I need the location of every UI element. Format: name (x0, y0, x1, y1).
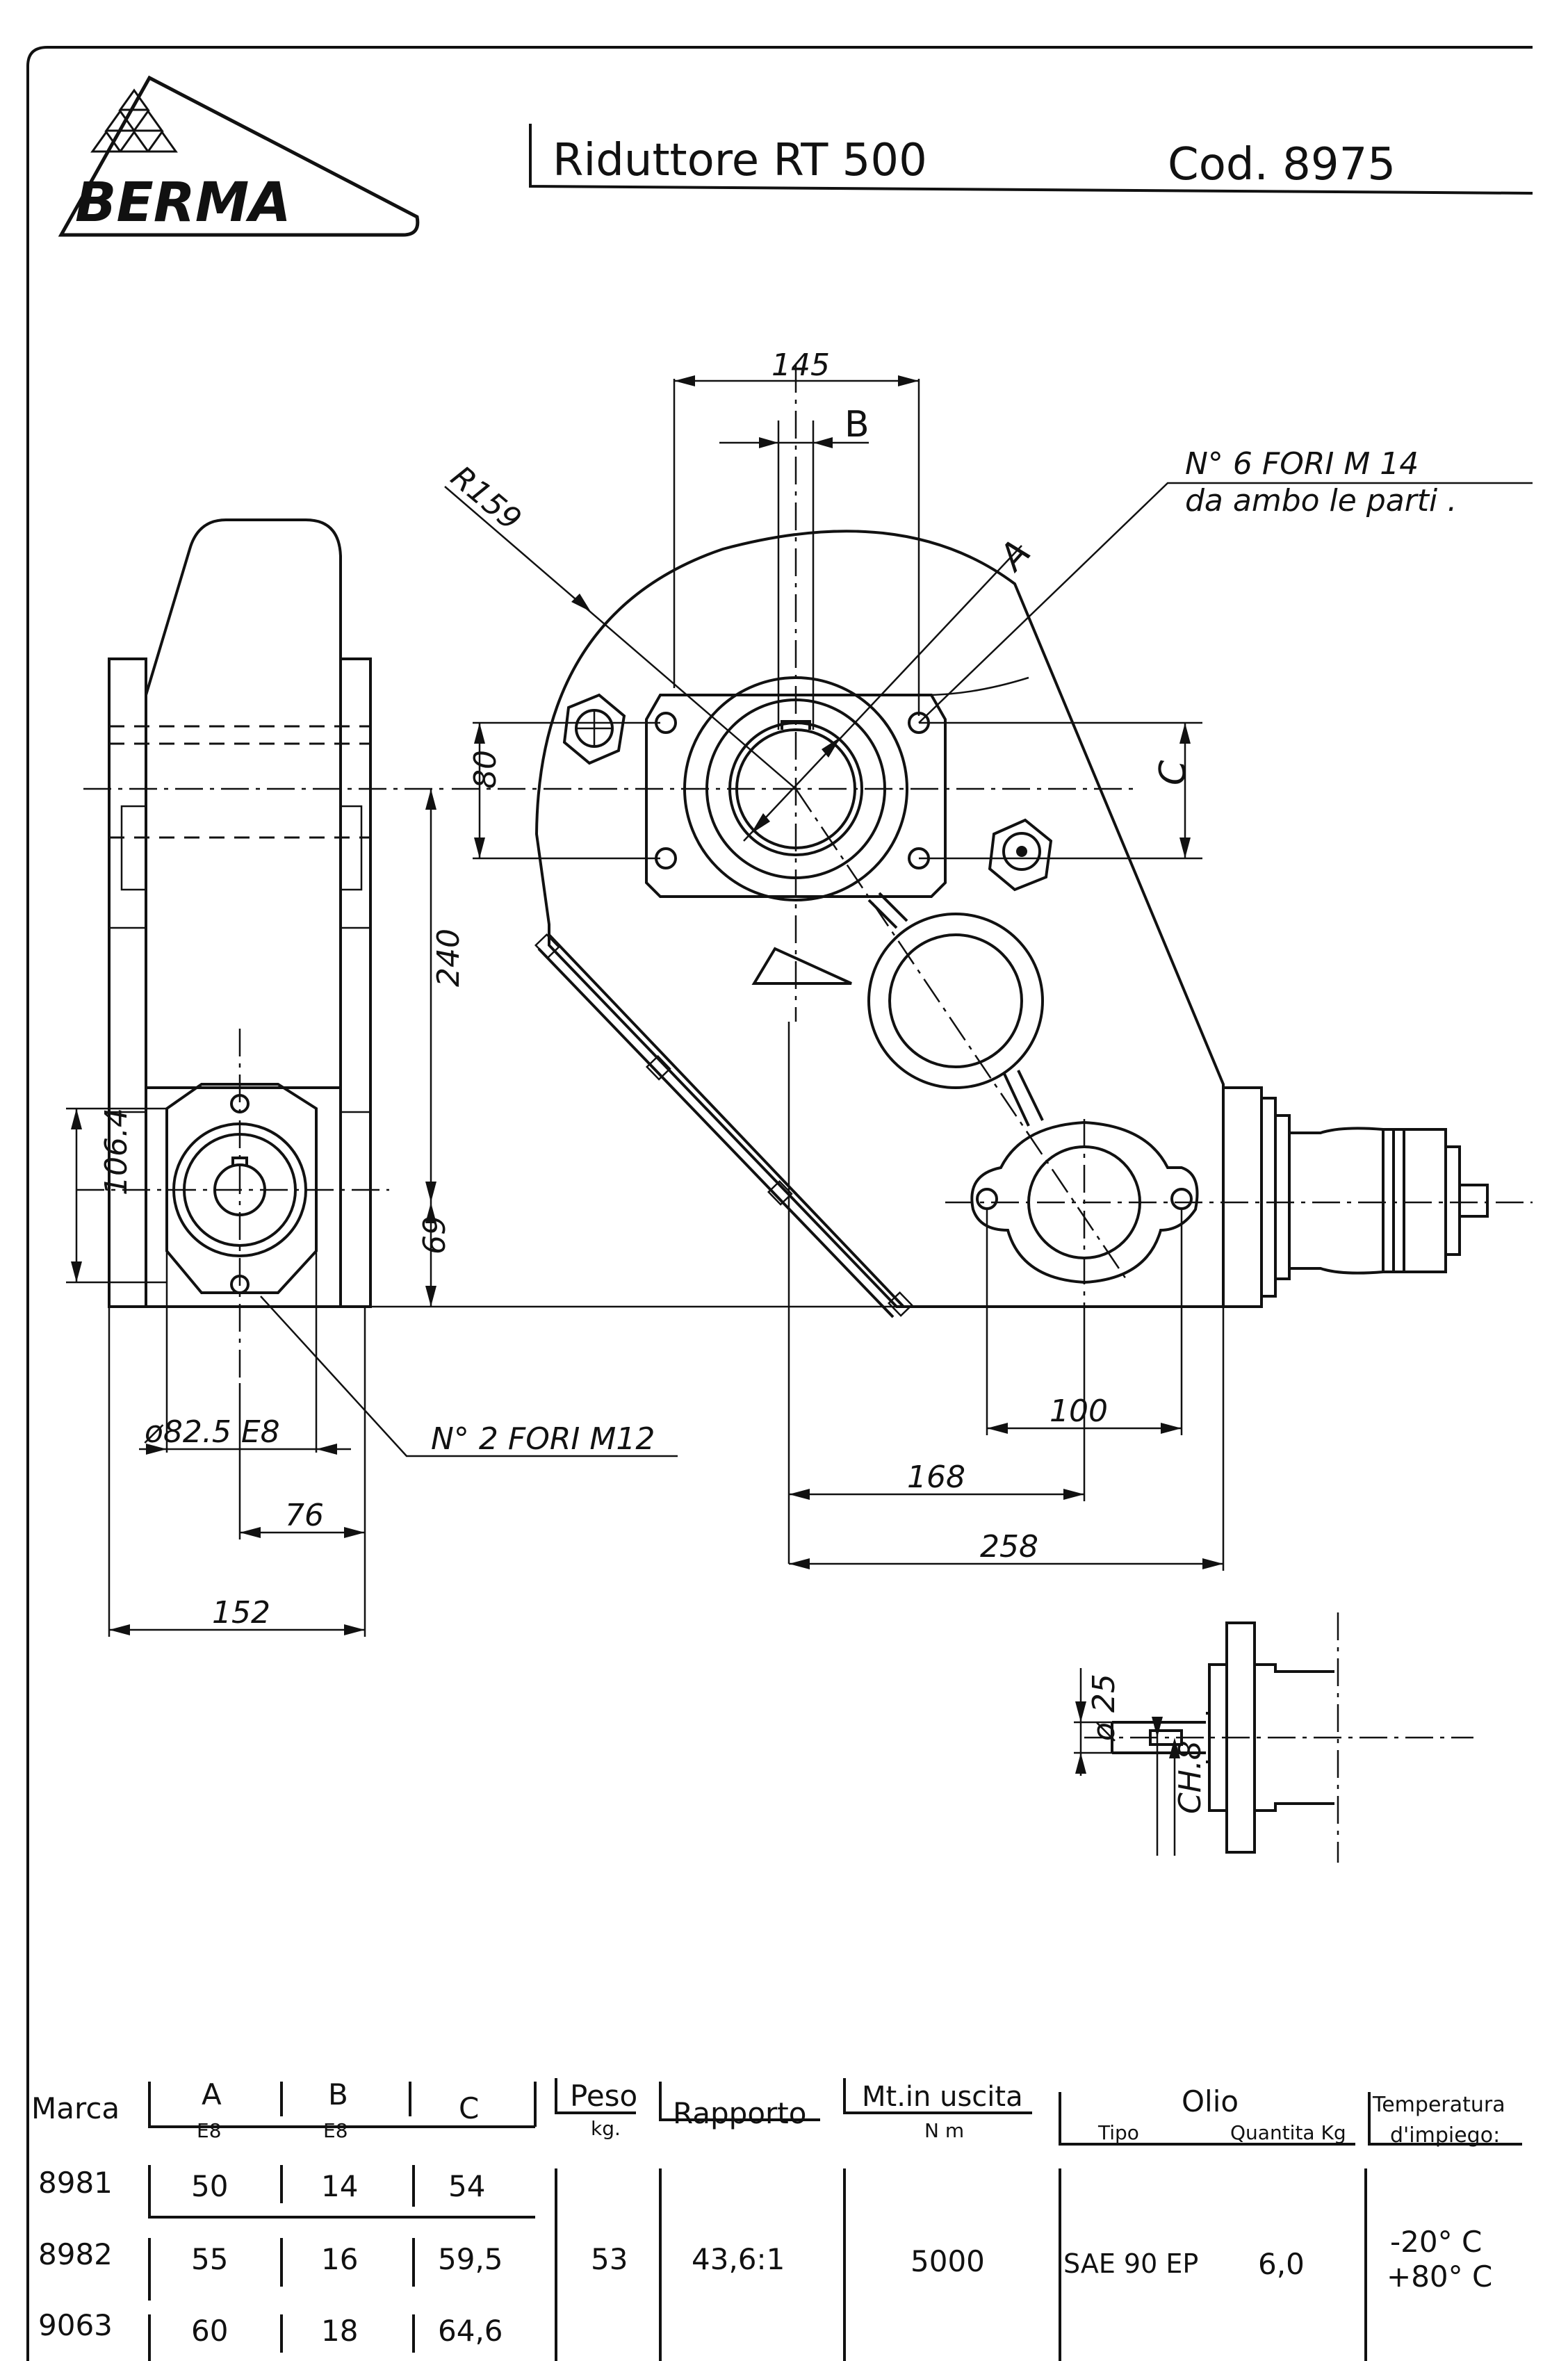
cell-c: 59,5 (438, 2242, 503, 2276)
note-6-holes-line1: N° 6 FORI M 14 (1185, 446, 1419, 482)
note-6-holes-line2: da ambo le parti . (1185, 483, 1457, 518)
th-peso-sub: kg. (591, 2117, 621, 2140)
cell-b: 16 (321, 2242, 358, 2276)
drawing-code: Cod. 8975 (1168, 139, 1396, 190)
cell-c: 54 (448, 2169, 485, 2203)
dim-100: 100 (1050, 1394, 1108, 1429)
th-olio: Olio (1182, 2084, 1239, 2118)
hex-bolt-right (988, 818, 1053, 892)
cell-marca: 8981 (38, 2166, 113, 2200)
cell-c: 64,6 (438, 2314, 503, 2348)
dim-shaft-dia-25: ø 25 (1086, 1674, 1122, 1742)
dim-R159: R159 (444, 459, 528, 538)
th-temp: Temperatura (1372, 2093, 1505, 2117)
cell-a: 55 (191, 2242, 228, 2276)
th-a-sub: E8 (197, 2119, 222, 2142)
dim-dia-82-5: ø82.5 E8 (144, 1414, 280, 1450)
cell-marca: 9063 (38, 2308, 113, 2342)
table-row: 8981 50 14 54 (38, 2166, 485, 2203)
dim-80: 80 (468, 750, 503, 789)
cell-rapporto: 43,6:1 (692, 2242, 785, 2276)
table-row: 8982 55 16 59,5 (38, 2237, 503, 2276)
dim-240: 240 (431, 929, 466, 987)
th-b-sub: E8 (323, 2119, 348, 2142)
cell-a: 50 (191, 2169, 228, 2203)
table-row: 9063 60 18 64,6 (38, 2308, 503, 2348)
drawing-title: Riduttore RT 500 (553, 135, 927, 186)
brand-name: BERMA (75, 172, 291, 234)
cell-b: 14 (321, 2169, 358, 2203)
th-rapporto: Rapporto (673, 2096, 806, 2130)
shaft-detail: ø 25 CH.8 (1074, 1612, 1473, 1863)
th-b: B (328, 2077, 348, 2111)
dim-258: 258 (980, 1529, 1038, 1565)
dim-ch-8: CH.8 (1173, 1740, 1208, 1814)
note-2-holes: N° 2 FORI M12 (431, 1421, 655, 1457)
cell-peso: 53 (591, 2242, 628, 2276)
cell-temp-max: +80° C (1387, 2260, 1492, 2294)
sheet-border (26, 46, 1533, 2361)
cell-marca: 8982 (38, 2237, 113, 2271)
cell-a: 60 (191, 2314, 228, 2348)
th-peso: Peso (570, 2079, 637, 2113)
th-tipo: Tipo (1097, 2121, 1139, 2144)
th-c: C (459, 2091, 479, 2125)
cell-b: 18 (321, 2314, 358, 2348)
hex-bolt-left (562, 693, 626, 765)
spec-table: Marca A E8 B E8 C Peso kg. Rapporto Mt.i… (31, 2077, 1522, 2361)
dim-C: C (1152, 760, 1194, 785)
cell-mt: 5000 (910, 2244, 985, 2278)
dim-168: 168 (907, 1460, 965, 1495)
th-mt-sub: N m (924, 2119, 964, 2142)
dim-69: 69 (417, 1216, 452, 1255)
dim-B: B (844, 404, 869, 446)
th-marca: Marca (31, 2091, 120, 2125)
front-view (452, 365, 1533, 1318)
th-quantita: Quantita Kg (1230, 2121, 1346, 2144)
dim-76: 76 (285, 1498, 324, 1533)
th-a: A (202, 2077, 222, 2111)
dim-152: 152 (212, 1595, 270, 1631)
dim-145: 145 (771, 348, 830, 383)
side-view (76, 518, 445, 1383)
th-mt: Mt.in uscita (862, 2081, 1023, 2113)
cell-oil-qty: 6,0 (1258, 2247, 1305, 2281)
brand-logo: BERMA (58, 75, 420, 237)
th-temp-sub: d'impiego: (1390, 2123, 1500, 2148)
cell-temp-min: -20° C (1390, 2225, 1482, 2259)
dimensions: 145 B A R159 N° 6 FORI M 14 da ambo le p… (66, 348, 1533, 1637)
cell-oil-type: SAE 90 EP (1063, 2248, 1198, 2279)
dim-106-4: 106.4 (99, 1108, 134, 1195)
title-rule (529, 124, 1533, 195)
